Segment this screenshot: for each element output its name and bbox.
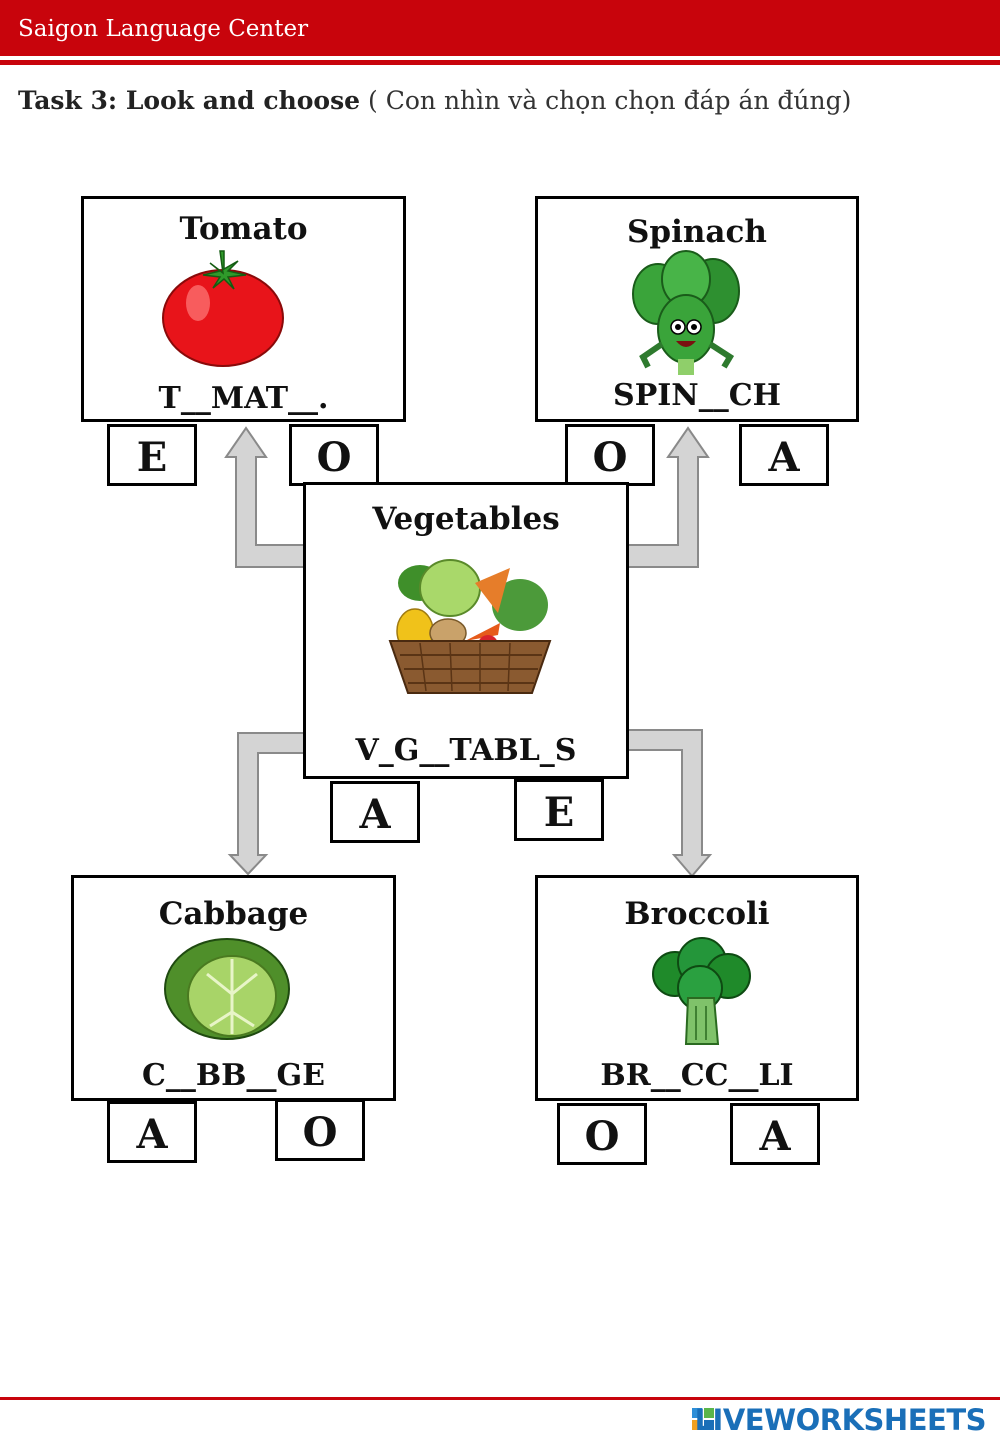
option-broccoli-a[interactable]: A (730, 1103, 820, 1165)
option-vegetables-e[interactable]: E (514, 779, 604, 841)
header-bar (0, 0, 1000, 56)
arrow-to-tomato (224, 426, 307, 568)
header-divider (0, 60, 1000, 65)
cabbage-image (164, 938, 290, 1040)
card-word: SPIN__CH (613, 378, 781, 413)
card-word: C__BB__GE (141, 1058, 326, 1093)
arrow-to-cabbage (227, 732, 307, 876)
card-word: BR__CC__LI (600, 1058, 794, 1093)
card-title: Vegetables (372, 501, 560, 537)
card-title: Broccoli (624, 896, 770, 932)
card-spinach: Spinach SPIN__CH (535, 196, 859, 422)
broccoli-image (652, 937, 751, 1045)
option-spinach-o[interactable]: O (565, 424, 655, 486)
option-broccoli-o[interactable]: O (557, 1103, 647, 1165)
footer-brand: LIVEWORKSHEETS (694, 1403, 987, 1437)
option-tomato-o[interactable]: O (289, 424, 379, 486)
card-title: Spinach (627, 214, 767, 250)
option-spinach-a[interactable]: A (739, 424, 829, 486)
spinach-image (632, 250, 740, 375)
footer-divider (0, 1397, 1000, 1400)
card-word: V_G__TABL_S (355, 733, 577, 768)
liveworksheets-logo-icon (692, 1408, 714, 1430)
vegetable-basket-image (388, 559, 552, 694)
task-instruction: ( Con nhìn và chọn chọn đáp án đúng) (368, 86, 852, 115)
card-title: Cabbage (158, 896, 309, 932)
tomato-image (162, 250, 284, 367)
header-title: Saigon Language Center (18, 16, 309, 42)
card-word: T__MAT__. (158, 381, 329, 416)
option-cabbage-o[interactable]: O (275, 1099, 365, 1161)
card-cabbage: Cabbage C__BB__GE (71, 875, 396, 1101)
arrow-to-spinach (627, 426, 710, 568)
card-broccoli: Broccoli BR__CC__LI (535, 875, 859, 1101)
card-title: Tomato (179, 211, 308, 247)
option-cabbage-a[interactable]: A (107, 1101, 197, 1163)
arrow-to-broccoli (627, 729, 713, 878)
option-vegetables-a[interactable]: A (330, 781, 420, 843)
task-title: Task 3: Look and choose (18, 86, 361, 115)
card-tomato: Tomato T__MAT__. (81, 196, 406, 422)
card-vegetables: Vegetables V_G__TABL_S (303, 482, 629, 779)
option-tomato-e[interactable]: E (107, 424, 197, 486)
task-heading: Task 3: Look and choose ( Con nhìn và ch… (18, 86, 851, 115)
